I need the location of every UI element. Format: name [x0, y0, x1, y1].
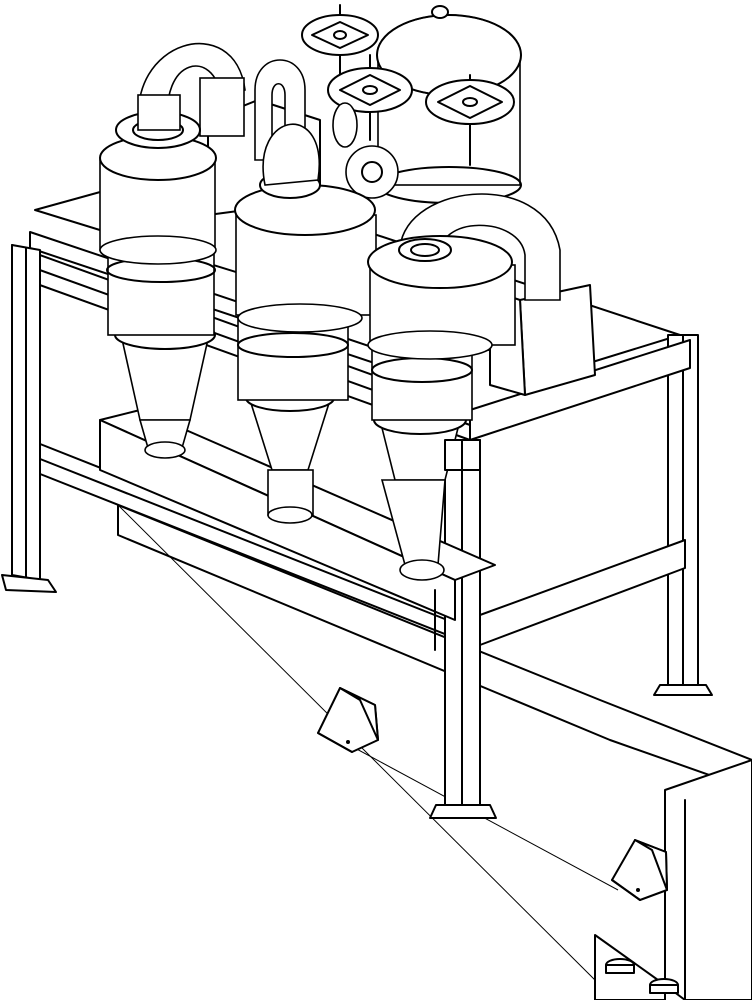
discharge-feet	[605, 958, 679, 994]
hydrocyclone-2	[234, 123, 377, 524]
mounting-bracket-left	[317, 687, 379, 753]
valve-handwheel-2	[327, 54, 413, 141]
valve-handwheel-1	[301, 4, 379, 76]
mounting-bracket-right	[611, 839, 668, 901]
valve-handwheel-3	[425, 74, 515, 166]
front-post-overlap	[444, 439, 481, 471]
inlet-bend-3	[399, 193, 561, 301]
hydrocyclone-1	[99, 94, 217, 459]
valve-body	[332, 102, 399, 199]
hydrocyclone-3	[367, 235, 516, 581]
